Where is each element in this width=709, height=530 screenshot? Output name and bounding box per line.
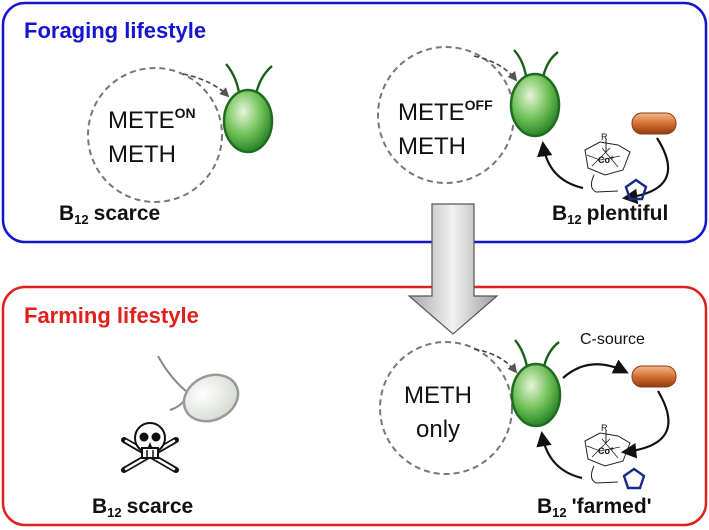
foraging-panel-border xyxy=(1,1,708,244)
farming-right-dashed-circle xyxy=(379,341,513,475)
gene1-superscript: OFF xyxy=(465,97,493,113)
gene1-superscript: ON xyxy=(175,105,196,121)
farming-right-group: METH only C-source R Co+ xyxy=(379,331,677,520)
transition-arrow xyxy=(407,203,499,335)
alga-cell-icon xyxy=(510,339,562,428)
bacterium-to-pentagon-arrow xyxy=(620,390,670,459)
alga-to-bacterium-arrow xyxy=(562,359,629,379)
foraging-right-cycle-arrow xyxy=(473,55,518,82)
dead-alga-cell-icon xyxy=(157,355,240,423)
foraging-left-dashed-circle xyxy=(87,67,223,203)
molecule-to-alga-arrow xyxy=(537,140,584,190)
foraging-right-group: METEOFF METH R Co+ xyxy=(377,46,677,227)
svg-text:R: R xyxy=(601,132,608,142)
bacterium-to-pentagon-arrow xyxy=(621,137,670,205)
farming-right-gene1: METH xyxy=(404,382,472,409)
alga-cell-icon xyxy=(509,49,561,138)
foraging-right-gene2: METH xyxy=(398,133,466,160)
foraging-title: Foraging lifestyle xyxy=(24,18,206,43)
farming-right-b12-label: B12'farmed' xyxy=(537,495,652,520)
molecule-to-alga-arrow xyxy=(536,430,583,480)
bacterium-icon xyxy=(631,365,677,388)
farming-right-gene2: only xyxy=(416,416,460,443)
alga-cell-icon xyxy=(222,63,274,154)
farming-title: Farming lifestyle xyxy=(24,303,199,328)
foraging-left-cycle-arrow xyxy=(182,73,230,98)
foraging-right-gene1: METEOFF xyxy=(398,97,493,126)
svg-text:Co+: Co+ xyxy=(598,446,614,456)
farming-right-cycle-arrow xyxy=(473,348,518,374)
c-source-label: C-source xyxy=(580,331,645,348)
svg-text:R: R xyxy=(601,423,608,433)
skull-crossbones-icon xyxy=(121,422,179,473)
farming-panel: Farming lifestyle xyxy=(1,285,708,527)
cobalamin-molecule-icon: R Co+ xyxy=(584,423,631,484)
foraging-left-gene2: METH xyxy=(108,141,176,168)
cobalamin-molecule-icon: R Co+ xyxy=(584,132,631,193)
foraging-left-gene1: METEON xyxy=(108,105,196,134)
pentagon-icon xyxy=(624,178,648,201)
farming-panel-border xyxy=(1,285,708,527)
bacterium-icon xyxy=(631,112,677,135)
pentagon-icon xyxy=(622,467,646,490)
svg-text:Co+: Co+ xyxy=(598,155,614,165)
